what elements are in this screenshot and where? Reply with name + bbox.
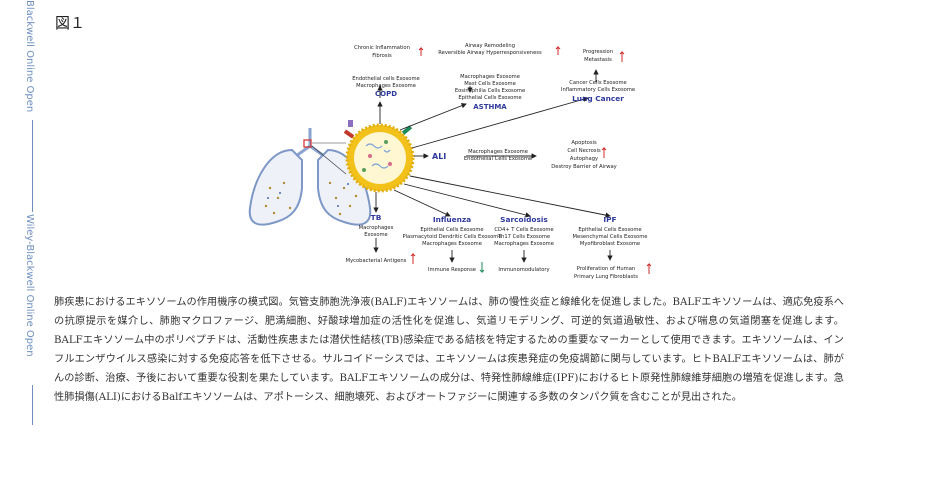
- figure-caption: 肺疾患におけるエキソソームの作用機序の模式図。気管支肺胞洗浄液(BALF)エキソ…: [54, 297, 844, 403]
- up-arrow-icon: [601, 146, 607, 158]
- ipf-exosome-3: Myofibroblast Exosome: [580, 241, 640, 247]
- asthma-effect-2: Reversible Airway Hyperresponsiveness: [438, 50, 542, 56]
- influenza-exosome-3: Macrophages Exosome: [422, 241, 482, 247]
- cancer-exosome-1: Cancer Cells Exosome: [569, 80, 626, 86]
- copd-effect-1: Chronic Inflammation: [354, 45, 410, 51]
- sidebar-text-bottom: Wiley-Blackwell Online Open: [24, 214, 35, 357]
- tb-title: TB: [371, 213, 382, 222]
- asthma-exosome-1: Macrophages Exosome: [460, 74, 520, 80]
- tb-effect: Mycobacterial Antigens: [346, 258, 407, 264]
- copd-exosome-1: Endothelial cells Exosome: [352, 76, 419, 82]
- influenza-effect: Immune Response: [428, 267, 476, 273]
- up-arrow-icon: [410, 252, 416, 264]
- copd-effect-2: Fibrosis: [372, 53, 392, 59]
- ipf-exosome-1: Epithelial Cells Exosome: [578, 227, 641, 233]
- up-arrow-icon: [646, 262, 652, 274]
- sarcoidosis-title: Sarcoidosis: [500, 215, 548, 224]
- exosome-diagram: Chronic Inflammation Fibrosis Endothelia…: [240, 38, 670, 284]
- up-arrow-icon: [418, 46, 424, 56]
- figure-label: 図１: [55, 14, 86, 32]
- tb-exosome-1: Macrophages: [359, 225, 394, 231]
- influenza-exosome-2: Plasmacytoid Dendritic Cells Exosome: [402, 234, 501, 240]
- ali-exosome-2: Endothelial Cells Exosome: [464, 156, 532, 162]
- down-arrow-icon: [479, 262, 485, 274]
- asthma-exosome-4: Epithelial Cells Exosome: [458, 95, 521, 101]
- ali-effect-4: Destroy Barrier of Airway: [551, 164, 616, 170]
- asthma-exosome-2: Mast Cells Exosome: [464, 81, 516, 87]
- copd-title: COPD: [375, 90, 397, 98]
- sidebar-divider: [32, 120, 33, 212]
- cancer-exosome-2: Inflammatory Cells Exosome: [561, 87, 635, 93]
- up-arrow-icon: [619, 50, 625, 62]
- sarcoidosis-exosome-2: Th17 Cells Exosome: [497, 234, 550, 240]
- asthma-exosome-3: Eosinophilia Cells Exosome: [455, 88, 525, 94]
- sarcoidosis-exosome-1: CD4+ T Cells Exosome: [494, 227, 553, 233]
- exosome-illustration: [343, 120, 415, 193]
- pathway-arrows: [373, 69, 613, 263]
- ali-effect-1: Apoptosis: [571, 140, 597, 146]
- sarcoidosis-exosome-3: Macrophages Exosome: [494, 241, 554, 247]
- copd-exosome-2: Macrophages Exosome: [356, 83, 416, 89]
- ali-effect-3: Autophagy: [570, 156, 598, 162]
- ali-effect-2: Cell Necrosis: [567, 148, 601, 154]
- ipf-effect-2: Primary Lung Fibroblasts: [574, 274, 638, 280]
- ipf-effect-1: Proliferation of Human: [577, 266, 635, 272]
- cancer-effect-1: Progression: [583, 49, 613, 55]
- ali-title: ALI: [432, 152, 446, 161]
- sidebar-divider-bottom: [32, 385, 33, 425]
- ali-exosome-1: Macrophages Exosome: [468, 149, 528, 155]
- asthma-effect-1: Airway Remodeling: [465, 43, 515, 49]
- tb-exosome-2: Exosome: [364, 232, 387, 238]
- sidebar-text-top: Blackwell Online Open: [24, 0, 35, 113]
- asthma-title: ASTHMA: [473, 103, 507, 111]
- lungs-illustration: [248, 128, 372, 226]
- influenza-title: Influenza: [433, 215, 471, 224]
- ipf-title: IPF: [603, 215, 616, 224]
- ipf-exosome-2: Mesenchymal Cells Exosome: [573, 234, 648, 240]
- sarcoidosis-effect: Immunomodulatory: [498, 267, 549, 273]
- up-arrow-icon: [555, 45, 561, 55]
- cancer-effect-2: Metastasis: [584, 57, 612, 63]
- journal-sidebar: Blackwell Online Open Wiley-Blackwell On…: [24, 0, 40, 425]
- lung-cancer-title: Lung Cancer: [572, 94, 624, 103]
- influenza-exosome-1: Epithelial Cells Exosome: [420, 227, 483, 233]
